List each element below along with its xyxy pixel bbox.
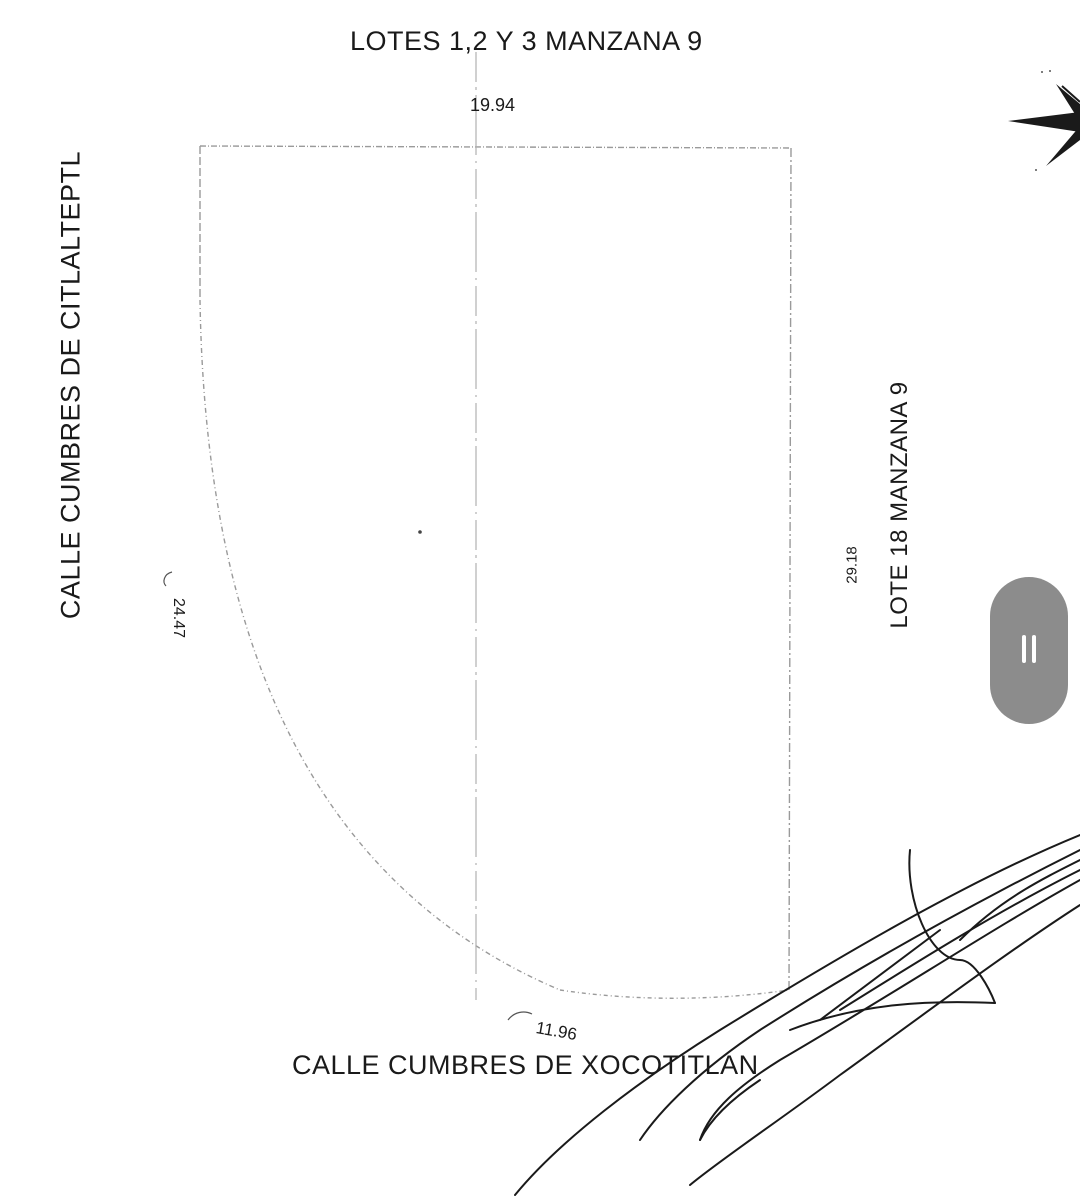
title-west-street: CALLE CUMBRES DE CITLALTEPTL — [55, 150, 86, 620]
drag-handle-icon — [1022, 635, 1026, 663]
title-south-street: CALLE CUMBRES DE XOCOTITLAN — [292, 1050, 759, 1080]
arc-marker-south — [507, 1011, 533, 1021]
stray-mark — [418, 530, 422, 534]
lot-boundary — [199, 145, 792, 999]
signature — [514, 834, 1080, 1196]
drag-handle-icon — [1032, 635, 1036, 663]
dimension-north: 19.94 — [470, 95, 516, 115]
lot-boundary-south — [559, 989, 790, 999]
lot-boundary-arc — [199, 299, 561, 991]
lot-boundary-north — [199, 145, 792, 149]
arc-marker-west — [163, 571, 173, 587]
dimension-arc-west: 24.47 — [170, 597, 187, 639]
drag-handle[interactable] — [990, 577, 1068, 724]
lot-boundary-east — [788, 147, 792, 991]
north-arrow-icon — [1008, 70, 1080, 171]
dimension-east: 29.18 — [843, 546, 861, 584]
title-north-lots: LOTES 1,2 Y 3 MANZANA 9 — [350, 26, 703, 56]
title-east-lot: LOTE 18 MANZANA 9 — [886, 381, 913, 629]
